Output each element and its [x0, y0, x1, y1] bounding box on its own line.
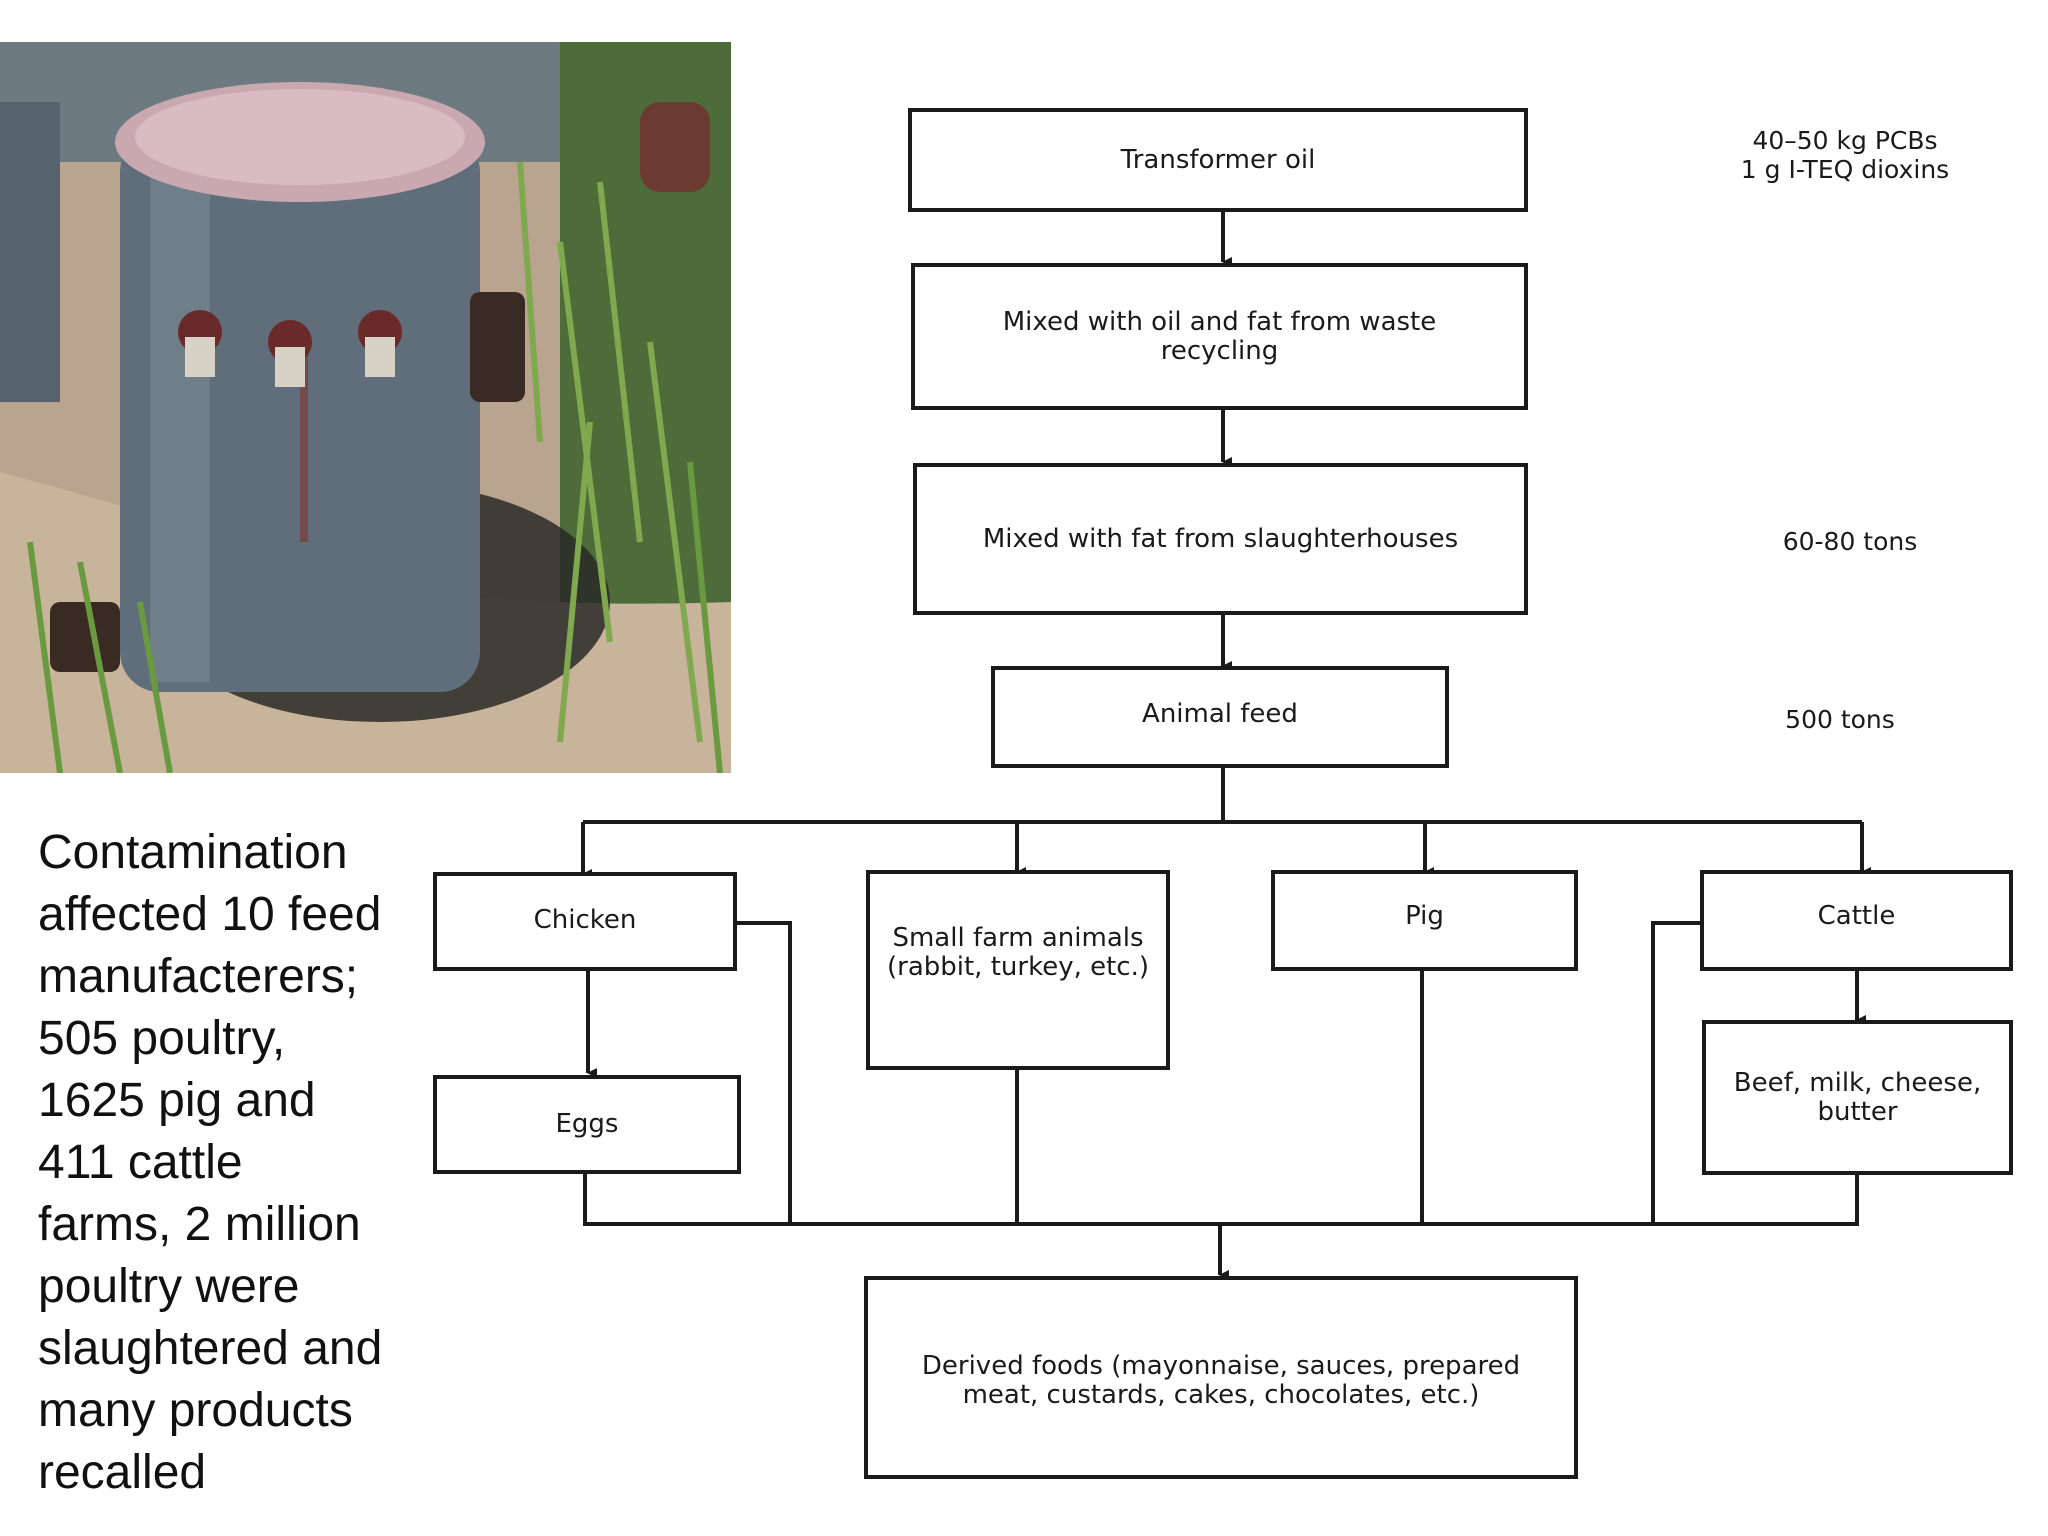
pcb-dioxin-note: 40–50 kg PCBs 1 g I-TEQ dioxins — [1690, 126, 2000, 184]
cattle-box: Cattle — [1700, 870, 2013, 971]
small-farm-animals-box: Small farm animals (rabbit, turkey, etc.… — [866, 870, 1170, 1070]
mixed-slaughter-label: Mixed with fat from slaughterhouses — [982, 523, 1459, 554]
caption-line: slaughtered and — [38, 1322, 383, 1375]
tons-slaughter-label: 60-80 tons — [1782, 527, 1918, 556]
tons-feed-label: 500 tons — [1785, 705, 1895, 734]
mixed-waste-label-line: Mixed with oil and fat from waste — [1002, 306, 1437, 337]
tons-feed-note: 500 tons — [1740, 705, 1940, 734]
small-farm-label-line: (rabbit, turkey, etc.) — [886, 952, 1150, 982]
transformer-oil-box: Transformer oil — [908, 108, 1528, 212]
eggs-box: Eggs — [433, 1075, 741, 1174]
chicken-to-derived-line — [736, 921, 792, 1224]
caption-line: 1625 pig and — [38, 1074, 316, 1127]
transformer-oil-label: Transformer oil — [1120, 144, 1316, 175]
caption-line: poultry were — [38, 1260, 300, 1313]
caption-line: affected 10 feed — [38, 888, 382, 941]
transformer-photo-graphic — [0, 42, 731, 773]
beef-label-line: butter — [1817, 1096, 1898, 1127]
caption-line: manufacterers; — [38, 950, 359, 1003]
caption-line: many products — [38, 1384, 353, 1437]
collector-line — [583, 1172, 1859, 1226]
pig-box: Pig — [1271, 870, 1578, 971]
beef-milk-box: Beef, milk, cheese, butter — [1702, 1020, 2013, 1175]
derived-foods-label-line: Derived foods (mayonnaise, sauces, prepa… — [921, 1351, 1521, 1381]
tons-slaughter-note: 60-80 tons — [1750, 527, 1950, 556]
small-farm-label-line: Small farm animals — [892, 923, 1144, 953]
caption-line: 411 cattle — [38, 1136, 243, 1189]
transformer-photo — [0, 42, 731, 773]
derived-foods-box: Derived foods (mayonnaise, sauces, prepa… — [864, 1276, 1578, 1479]
caption-line: farms, 2 million — [38, 1198, 361, 1251]
mixed-slaughter-box: Mixed with fat from slaughterhouses — [913, 463, 1528, 615]
pcb-note-line: 40–50 kg PCBs — [1752, 126, 1938, 155]
mixed-waste-label-line: recycling — [1160, 335, 1279, 366]
pcb-note-line: 1 g I-TEQ dioxins — [1740, 155, 1950, 184]
cattle-label: Cattle — [1817, 901, 1896, 931]
caption-line: Contamination — [38, 826, 348, 879]
caption-text: Contamination affected 10 feed manufacte… — [38, 822, 438, 1504]
cattle-to-derived-line — [1651, 921, 1700, 1224]
mixed-waste-box: Mixed with oil and fat from waste recycl… — [911, 263, 1528, 410]
chicken-label: Chicken — [533, 905, 637, 935]
caption-line: 505 poultry, — [38, 1012, 286, 1065]
pig-label: Pig — [1405, 901, 1444, 931]
animal-feed-label: Animal feed — [1142, 699, 1298, 729]
animal-feed-box: Animal feed — [991, 666, 1449, 768]
eggs-label: Eggs — [555, 1109, 619, 1139]
caption-line: recalled — [38, 1446, 207, 1499]
chicken-box: Chicken — [433, 872, 737, 971]
derived-foods-label-line: meat, custards, cakes, chocolates, etc.) — [962, 1380, 1480, 1410]
beef-label-line: Beef, milk, cheese, — [1733, 1067, 1982, 1098]
